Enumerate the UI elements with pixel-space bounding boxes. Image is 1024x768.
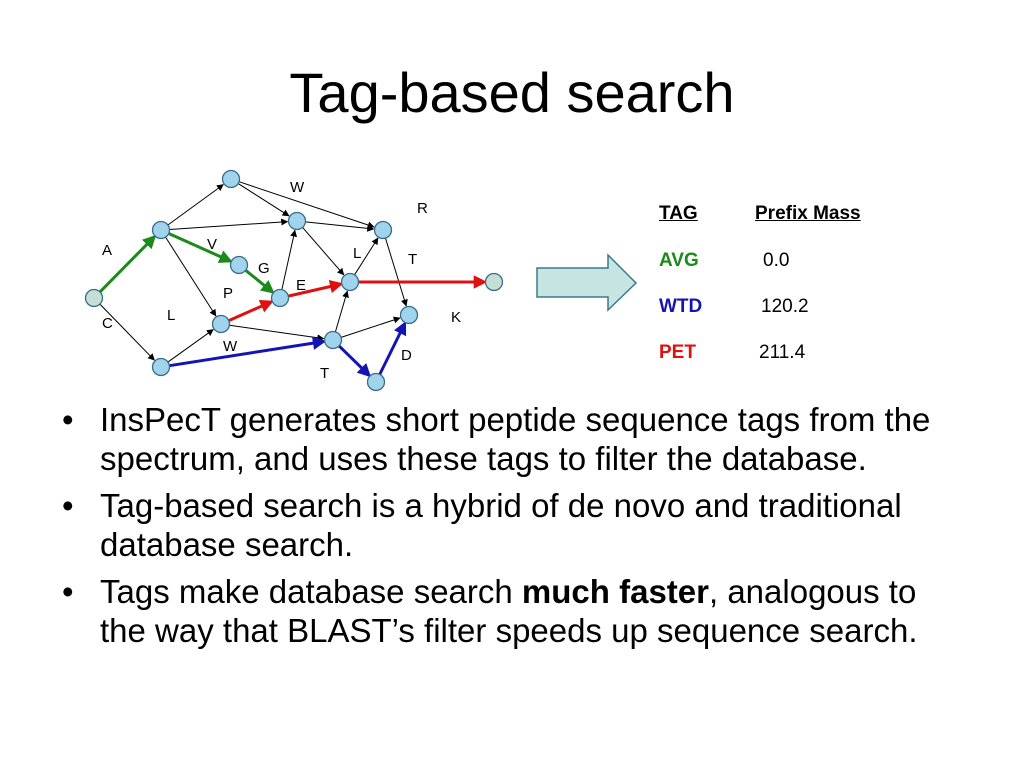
graph-edge xyxy=(334,290,349,332)
bullet-text: Tag-based search is a hybrid of de novo … xyxy=(100,487,902,563)
tag-path-edge xyxy=(378,321,407,376)
graph-edge xyxy=(354,237,379,276)
edge-amino-acid-label: T xyxy=(408,251,417,268)
bullet-dot: • xyxy=(62,487,74,524)
graph-node xyxy=(229,255,249,275)
tag-path-edge xyxy=(244,269,275,294)
graph-node xyxy=(151,220,171,240)
graph-node xyxy=(340,272,360,292)
edge-amino-acid-label: K xyxy=(451,309,461,326)
graph-node xyxy=(151,357,171,377)
graph-node xyxy=(211,314,231,334)
slide-title: Tag-based search xyxy=(289,61,735,124)
bullet-item: • Tag-based search is a hybrid of de nov… xyxy=(62,486,962,564)
bullet-text-end: , analogous to the way that BLAST’s filt… xyxy=(100,573,918,649)
edge-amino-acid-label: L xyxy=(353,245,361,262)
graph-node xyxy=(373,220,393,240)
tag-path-edge xyxy=(287,279,344,298)
tag-name: PET xyxy=(659,342,696,363)
prefix-mass-value: 120.2 xyxy=(761,296,809,317)
edge-amino-acid-label: A xyxy=(102,242,112,259)
graph-edge xyxy=(302,227,345,276)
graph-terminal-node xyxy=(84,288,104,308)
graph-edge xyxy=(340,316,401,338)
graph-edge xyxy=(281,229,298,290)
graph-edge xyxy=(167,329,214,363)
edge-amino-acid-label: D xyxy=(401,347,412,364)
edge-amino-acid-label: R xyxy=(417,200,428,217)
bullet-dot: • xyxy=(62,401,74,438)
graph-edge xyxy=(165,236,217,317)
tag-column-header: TAG xyxy=(659,203,698,224)
edge-amino-acid-label: G xyxy=(258,260,270,277)
bullet-item: • Tags make database search much faster,… xyxy=(62,572,962,650)
edge-amino-acid-label: T xyxy=(320,365,329,382)
bullet-list: • InsPecT generates short peptide sequen… xyxy=(62,400,962,658)
graph-edge xyxy=(238,181,375,229)
graph-edge xyxy=(169,218,289,230)
bullet-text: InsPecT generates short peptide sequence… xyxy=(100,401,931,477)
graph-node xyxy=(287,211,307,231)
edge-amino-acid-label: C xyxy=(102,315,113,332)
tag-path-edge xyxy=(169,336,327,368)
edge-amino-acid-label: W xyxy=(223,338,238,355)
prefix-mass-value: 0.0 xyxy=(763,250,790,271)
graph-node xyxy=(221,169,241,189)
graph-edge xyxy=(305,221,375,232)
bullet-text-emphasis: much faster xyxy=(521,573,709,610)
tag-name: AVG xyxy=(659,250,699,271)
tag-path-edge xyxy=(228,300,274,322)
bullet-item: • InsPecT generates short peptide sequen… xyxy=(62,400,962,478)
right-arrow-icon xyxy=(536,253,638,312)
edge-amino-acid-label: L xyxy=(167,307,175,324)
bullet-dot: • xyxy=(62,573,74,610)
bullet-text-start: Tags make database search xyxy=(100,573,522,610)
edge-amino-acid-label: P xyxy=(223,285,233,302)
graph-edge xyxy=(99,303,155,361)
tag-path-edge xyxy=(168,232,233,263)
tag-path-edge xyxy=(338,344,372,378)
tag-path-edge xyxy=(98,234,157,293)
graph-terminal-node xyxy=(484,272,504,292)
edge-amino-acid-label: W xyxy=(290,179,305,196)
prefix-mass-column-header: Prefix Mass xyxy=(755,203,861,224)
edge-amino-acid-label: V xyxy=(207,236,217,253)
graph-node xyxy=(399,305,419,325)
graph-node xyxy=(323,330,343,350)
graph-edge xyxy=(237,183,290,217)
graph-node xyxy=(270,288,290,308)
tag-name: WTD xyxy=(659,296,703,317)
prefix-mass-value: 211.4 xyxy=(759,342,806,363)
graph-node xyxy=(366,372,386,392)
graph-edge xyxy=(385,237,408,307)
graph-edge xyxy=(229,324,325,342)
graph-edge xyxy=(167,184,224,226)
edge-amino-acid-label: E xyxy=(296,277,306,294)
